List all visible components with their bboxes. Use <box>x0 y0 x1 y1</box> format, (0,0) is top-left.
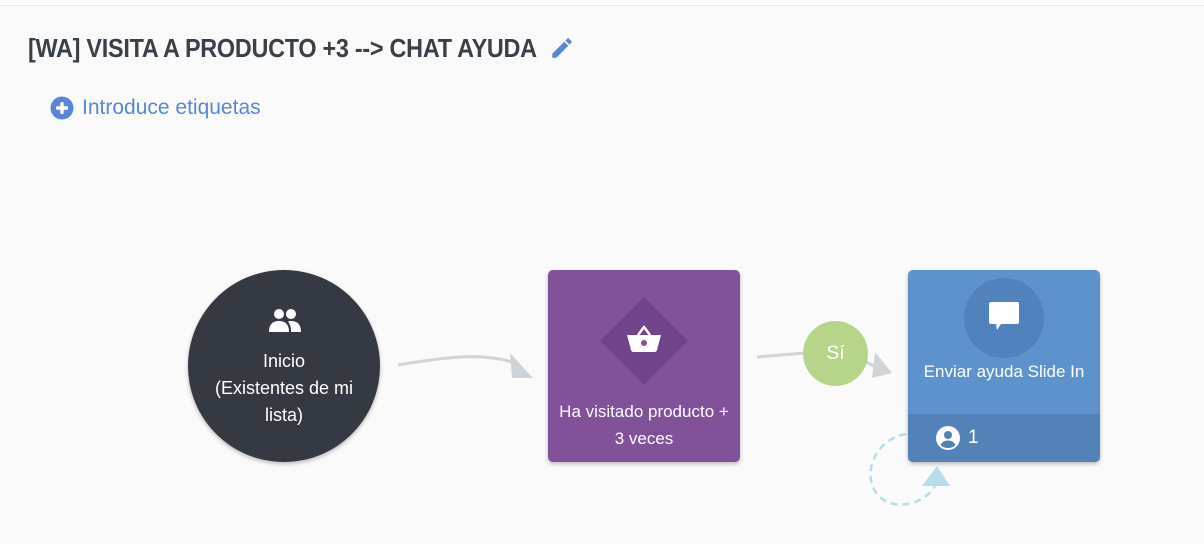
top-bar <box>0 0 1204 6</box>
start-label-line: Inicio <box>262 351 306 371</box>
add-tags-button[interactable]: Introduce etiquetas <box>50 96 261 120</box>
action-node-label: Enviar ayuda Slide In <box>923 362 1085 381</box>
connector-start-to-condition <box>397 355 513 367</box>
condition-node-label: Ha visitado producto + 3 veces <box>552 398 736 452</box>
plus-circle-icon <box>50 96 74 120</box>
start-node-label: Inicio (Existentes de mi lista) <box>208 348 360 429</box>
add-tags-label: Introduce etiquetas <box>82 96 261 119</box>
pencil-icon[interactable] <box>549 35 575 61</box>
start-label-line: lista) <box>264 405 303 425</box>
start-node[interactable]: Inicio (Existentes de mi lista) <box>188 270 380 462</box>
condition-label-line: Ha visitado producto + <box>559 402 729 421</box>
yes-branch-badge[interactable]: Sí <box>803 321 868 386</box>
connector-yes-to-action <box>865 360 877 369</box>
condition-label-line: 3 veces <box>614 429 674 448</box>
shopping-basket-icon <box>627 325 661 352</box>
connector-condition-to-yes <box>756 351 806 359</box>
contacts-count: 1 <box>968 427 979 448</box>
condition-node[interactable]: Ha visitado producto + 3 veces <box>548 270 740 462</box>
connector-arrowhead <box>872 352 892 378</box>
header: [WA] VISITA A PRODUCTO +3 --> CHAT AYUDA <box>28 30 575 66</box>
action-node[interactable]: Enviar ayuda Slide In 1 <box>908 270 1100 462</box>
workflow-title: [WA] VISITA A PRODUCTO +3 --> CHAT AYUDA <box>28 32 537 63</box>
users-icon <box>269 309 301 332</box>
action-node-footer: 1 <box>908 414 1100 462</box>
user-circle-icon <box>936 426 960 450</box>
chat-bubble-icon <box>989 302 1019 330</box>
start-label-line: (Existentes de mi <box>214 378 354 398</box>
connector-arrowhead <box>510 353 533 378</box>
loop-arrowhead <box>922 466 950 486</box>
